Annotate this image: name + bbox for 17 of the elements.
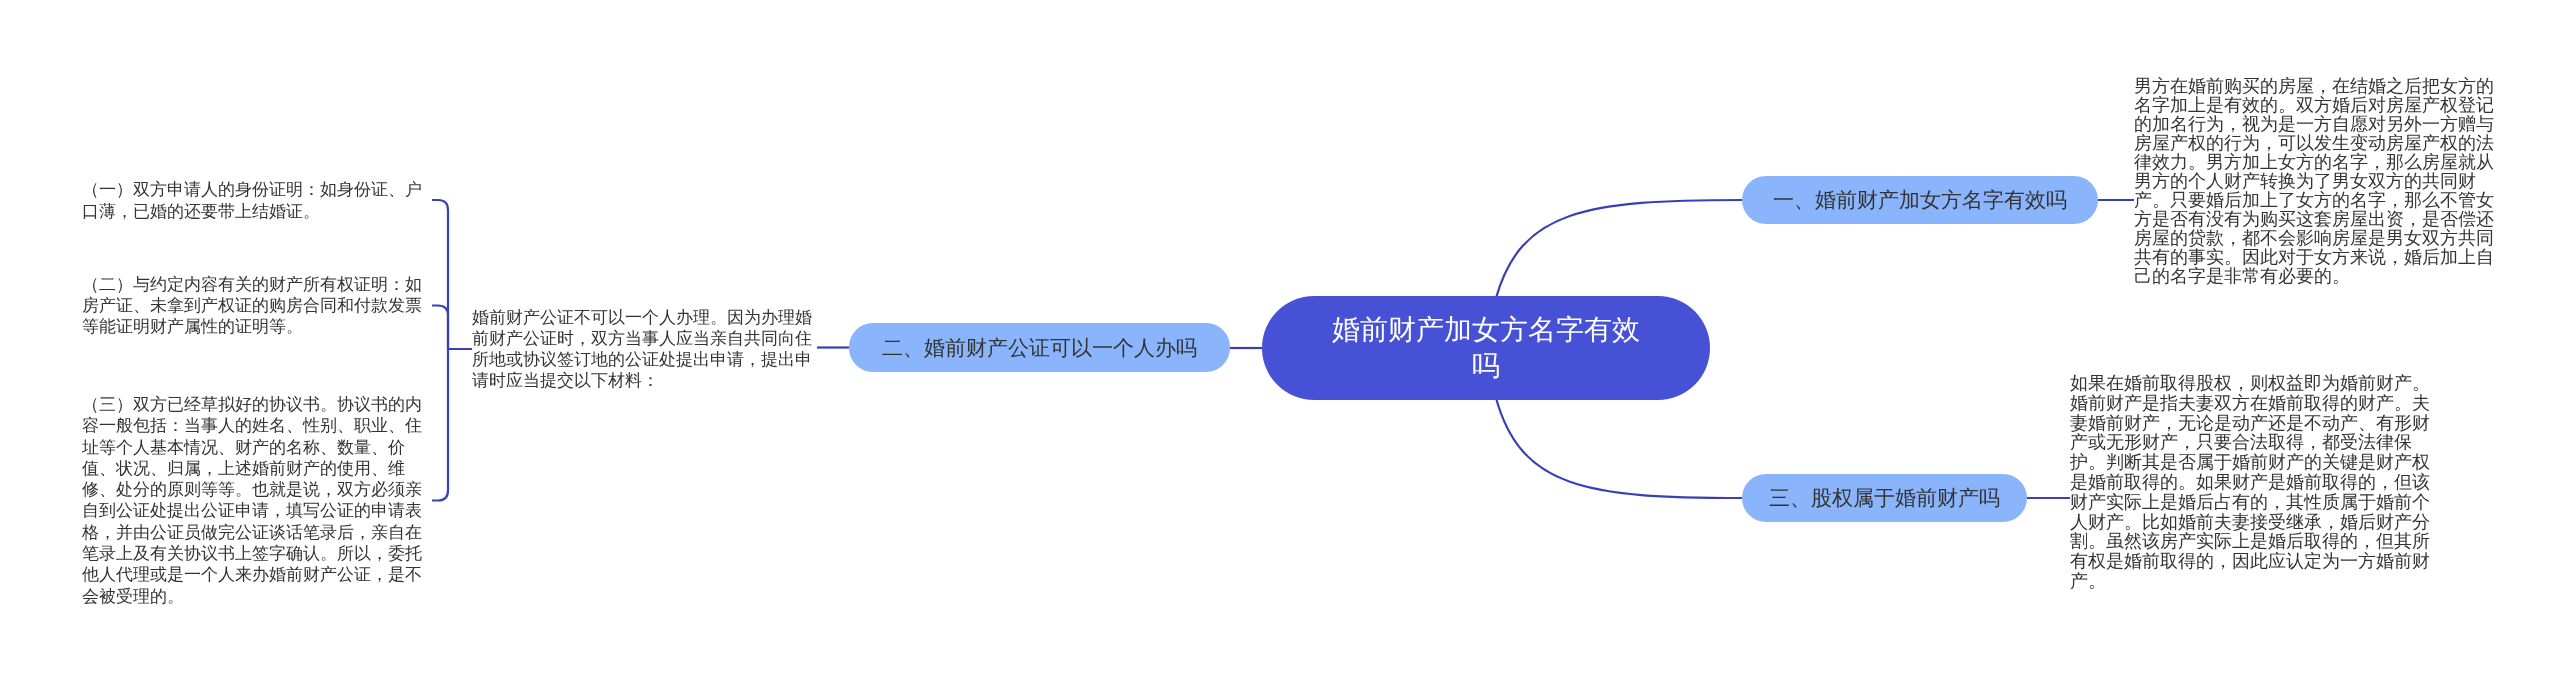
list-item-text: （一）双方申请人的身份证明：如身份证、户口薄，已婚的还要带上结婚证。 <box>82 178 428 222</box>
connector-line <box>817 346 849 349</box>
topic-pill: 三、股权属于婚前财产吗 <box>1742 474 2027 522</box>
central-topic: 婚前财产加女方名字有效吗 <box>1262 296 1710 400</box>
description-text: 如果在婚前取得股权，则权益即为婚前财产。婚前财产是指夫妻双方在婚前取得的财产。夫妻婚前财产，无论是动产还是不动产、有形财产或无形财产，只要合法取得，都受法律保护。判断其是否属于婚前财产的关键是财产权是婚前取得的。如果财产是婚前取得的，但该财产实际上是婚后占有的，其性质属于婚前个人财产。比如婚前夫妻接受继承，婚后财产分割。虽然该房产实际上是婚后取得的，但其所有权是婚前取得的，因此应认定为一方婚前财产。 <box>2070 374 2432 592</box>
list-item-text: （二）与约定内容有关的财产所有权证明：如房产证、未拿到产权证的购房合同和付款发票等能证明财产属性的证明等。 <box>82 274 428 337</box>
connector-line <box>1494 397 1742 500</box>
connector-line <box>430 347 474 502</box>
description-text: 婚前财产公证不可以一个人办理。因为办理婚前财产公证时，双方当事人应当亲自共同向住所地或协议签订地的公证处提出申请，提出申请时应当提交以下材料： <box>472 307 817 391</box>
connector-line <box>2027 496 2070 500</box>
connector-line <box>1230 346 1262 350</box>
list-item-text: （三）双方已经草拟好的协议书。协议书的内容一般包括：当事人的姓名、性别、职业、住址等个人基本情况、财产的名称、数量、价值、状况、归属，上述婚前财产的使用、维修、处分的原则等等。也就是说，双方必须亲自到公证处提出公证申请，填写公证的申请表格，并由公证员做完公证谈话笔录后，亲自在笔录上及有关协议书上签字确认。所以，委托他人代理或是一个人来办婚前财产公证，是不会被受理的。 <box>82 394 428 607</box>
topic-pill: 二、婚前财产公证可以一个人办吗 <box>849 323 1230 372</box>
topic-pill: 一、婚前财产加女方名字有效吗 <box>1742 176 2098 224</box>
connector-line <box>1494 198 1742 299</box>
description-text: 男方在婚前购买的房屋，在结婚之后把女方的名字加上是有效的。双方婚后对房屋产权登记的加名行为，视为是一方自愿对另外一方赠与房屋产权的行为，可以发生变动房屋产权的法律效力。男方加上女方的名字，那么房屋就从男方的个人财产转换为了男女双方的共同财产。只要婚后加上了女方的名字，那么不管女方是否有没有为购买这套房屋出资，是否偿还房屋的贷款，都不会影响房屋是男女双方共同共有的事实。因此对于女方来说，婚后加上自己的名字是非常有必要的。 <box>2134 76 2494 285</box>
connector-line <box>2098 198 2134 202</box>
